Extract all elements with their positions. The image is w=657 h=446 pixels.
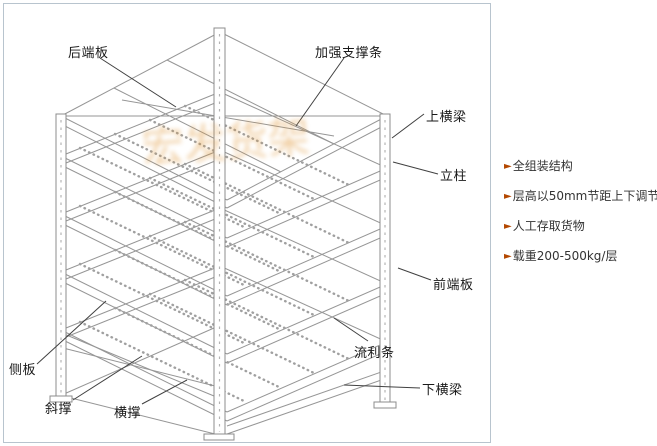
horizontal-brace: [62, 347, 216, 387]
part-label-side-panel: 侧板: [9, 363, 37, 378]
column-holes: [60, 34, 386, 432]
feature-list: ► 全组装结构 ► 层高以50mm节距上下调节 ► 人工存取货物 ► 载重200…: [504, 158, 657, 278]
triangle-bullet-icon: ►: [504, 221, 512, 232]
diagram-box: 宏发货架 后端板 加强支撑条 上横梁 立柱 前端板 流利条 下横梁 侧板 斜撑 …: [3, 3, 491, 443]
feature-text: 载重200-500kg/层: [512, 249, 618, 263]
feature-text: 层高以50mm节距上下调节: [512, 189, 657, 203]
feature-item: ► 全组装结构: [504, 158, 654, 175]
part-label-top-beam: 上横梁: [426, 110, 467, 125]
part-label-diagonal-brace: 斜撑: [45, 402, 73, 417]
diagonal-braces: [63, 327, 215, 397]
triangle-bullet-icon: ►: [504, 251, 512, 262]
feature-item: ► 载重200-500kg/层: [504, 248, 654, 265]
feature-text: 全组装结构: [512, 159, 573, 173]
part-label-horizontal-brace: 横撑: [114, 406, 142, 421]
feature-item: ► 人工存取货物: [504, 218, 654, 235]
base-feet: [49, 395, 397, 441]
rack-drawing: [36, 27, 439, 441]
left-bottom-edge: [62, 395, 216, 435]
leader-lines: [36, 57, 439, 405]
triangle-bullet-icon: ►: [504, 191, 512, 202]
center-column: [213, 27, 226, 437]
feature-text: 人工存取货物: [512, 219, 585, 233]
part-label-bottom-beam: 下横梁: [422, 383, 463, 398]
part-label-column: 立柱: [440, 169, 468, 184]
upright-columns: [55, 27, 391, 437]
part-label-flow-rail: 流利条: [354, 346, 395, 361]
part-label-front-panel: 前端板: [433, 278, 474, 293]
feature-item: ► 层高以50mm节距上下调节: [504, 188, 657, 205]
part-label-reinforce-bar: 加强支撑条: [315, 46, 383, 61]
part-label-rear-panel: 后端板: [68, 46, 109, 61]
triangle-bullet-icon: ►: [504, 161, 512, 172]
